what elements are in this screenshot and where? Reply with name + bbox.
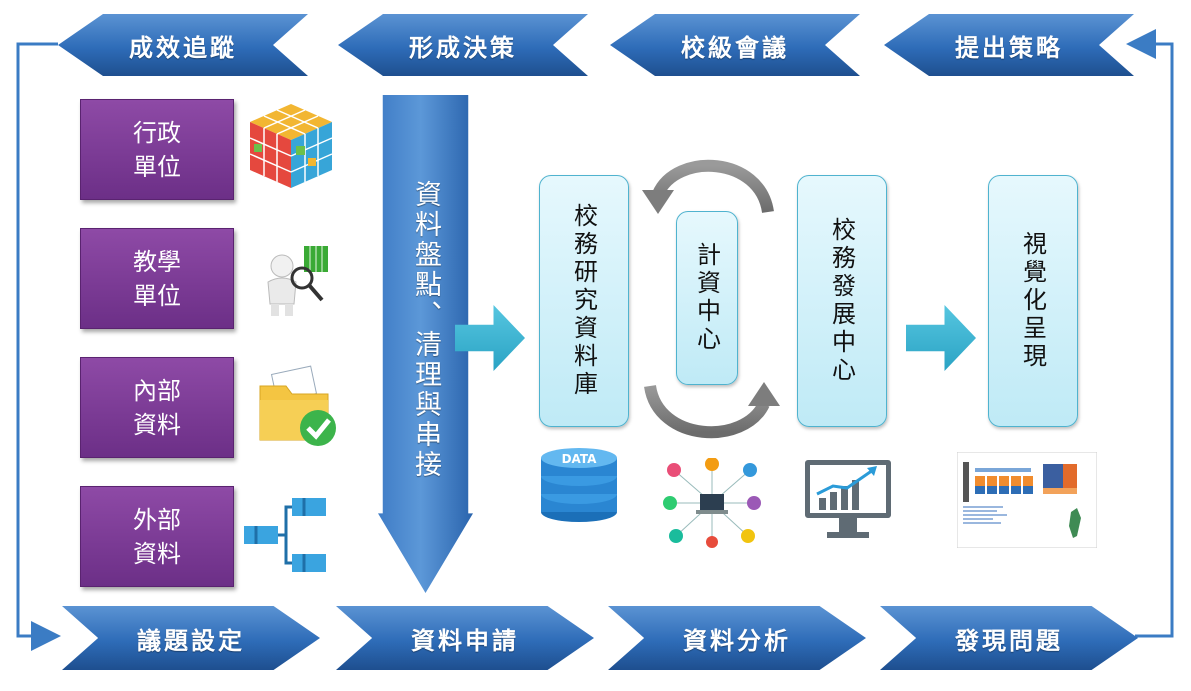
unit-administrative: 行政單位 [80, 99, 234, 200]
data-database-icon: DATA [541, 448, 617, 522]
arrow-issue-setting: 議題設定 [62, 606, 320, 670]
database-box: 校務研究資料庫 [539, 175, 629, 427]
dashboard-thumbnail-icon [957, 452, 1097, 548]
visualization-box: 視覺化呈現 [988, 175, 1078, 427]
cloud-network-icon [663, 458, 761, 548]
cycle-arrows-icon [642, 159, 780, 439]
data-label: DATA [562, 452, 598, 466]
folder-check-icon [259, 365, 336, 446]
unit-external-data: 外部資料 [80, 486, 234, 587]
computing-center-box: 計資中心 [676, 211, 738, 385]
process-arrow-label: 資料盤點、清理與串接 [410, 180, 441, 480]
arrow-find-problems: 發現問題 [880, 606, 1138, 670]
arrow-school-meeting: 校級會議 [610, 14, 860, 76]
monitor-chart-icon [805, 460, 891, 538]
unit-teaching: 教學單位 [80, 228, 234, 329]
development-center-box: 校務發展中心 [797, 175, 887, 427]
magnifier-figure-icon [267, 246, 328, 316]
arrow-propose-strategy: 提出策略 [884, 14, 1134, 76]
arrow-data-request: 資料申請 [336, 606, 594, 670]
arrow-data-analysis: 資料分析 [608, 606, 866, 670]
arrow-outcome-tracking: 成效追蹤 [58, 14, 308, 76]
tree-structure-icon [244, 498, 326, 572]
rubiks-cube-icon [249, 104, 333, 188]
unit-internal-data: 內部資料 [80, 357, 234, 458]
arrow-form-decision: 形成決策 [338, 14, 588, 76]
